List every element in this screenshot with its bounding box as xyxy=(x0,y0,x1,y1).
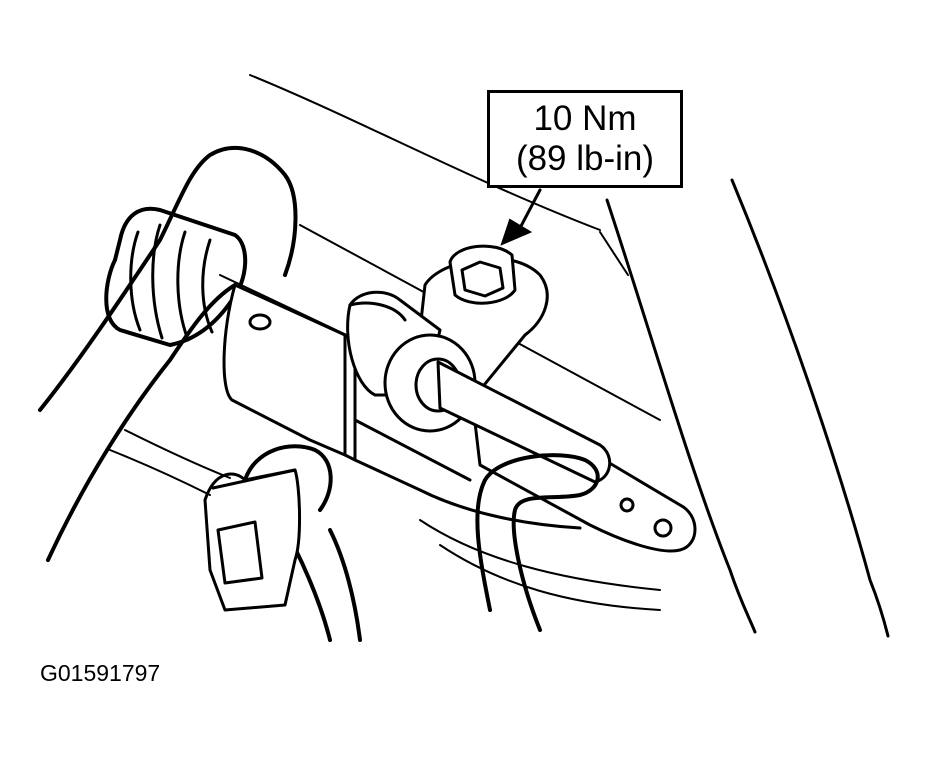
bolt-head xyxy=(448,244,517,305)
hose-clip xyxy=(203,444,333,612)
leader-arrow xyxy=(500,188,542,246)
mounting-bracket xyxy=(222,283,582,530)
torque-callout: 10 Nm (89 lb-in) xyxy=(487,90,683,188)
torque-metric-value: 10 Nm xyxy=(533,99,637,138)
lower-hoses xyxy=(109,429,661,611)
figure-id-label: G01591797 xyxy=(40,660,161,686)
torque-imperial-value: (89 lb-in) xyxy=(515,139,655,178)
